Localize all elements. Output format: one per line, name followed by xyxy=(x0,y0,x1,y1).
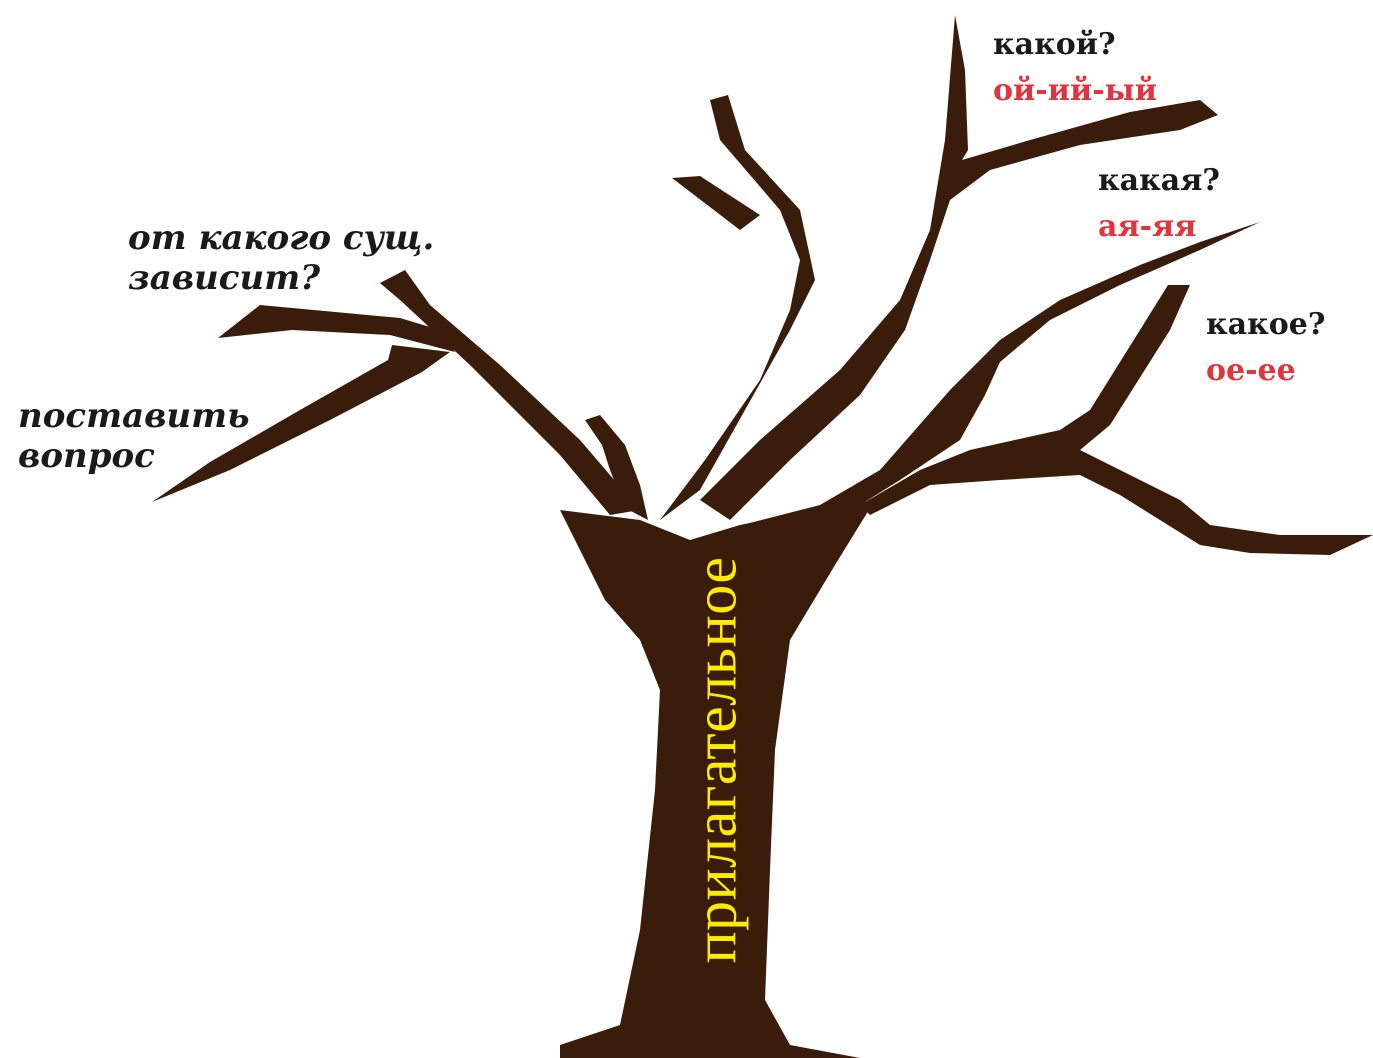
note-noun-question-line-2: зависит? xyxy=(128,258,321,298)
note-ask-question-line-2: вопрос xyxy=(18,436,155,476)
tree-trunk xyxy=(560,500,875,1058)
question-kakaya: какая? xyxy=(1098,163,1220,198)
endings-kakoj: ой-ий-ый xyxy=(993,73,1157,108)
tree-shape xyxy=(152,15,1373,1058)
twig-center-left xyxy=(672,176,760,230)
branch-kakoj xyxy=(700,15,1218,520)
twig-noun-question xyxy=(218,305,455,352)
note-noun-question: от какого сущ. зависит? xyxy=(128,218,434,298)
twig-ask-question xyxy=(152,345,450,502)
note-ask-question-line-1: поставить xyxy=(18,396,250,436)
twig-stub xyxy=(585,415,648,520)
question-kakoj: какой? xyxy=(993,27,1116,62)
branch-upper-left xyxy=(380,270,640,515)
endings-kakoe: ое-ее xyxy=(1206,353,1296,388)
endings-kakaya: ая-яя xyxy=(1098,209,1197,244)
note-ask-question: поставить вопрос xyxy=(18,396,250,476)
trunk-label: прилагательное xyxy=(682,556,749,964)
note-noun-question-line-1: от какого сущ. xyxy=(128,218,435,258)
question-kakoe: какое? xyxy=(1206,307,1326,342)
branch-center xyxy=(660,95,815,520)
